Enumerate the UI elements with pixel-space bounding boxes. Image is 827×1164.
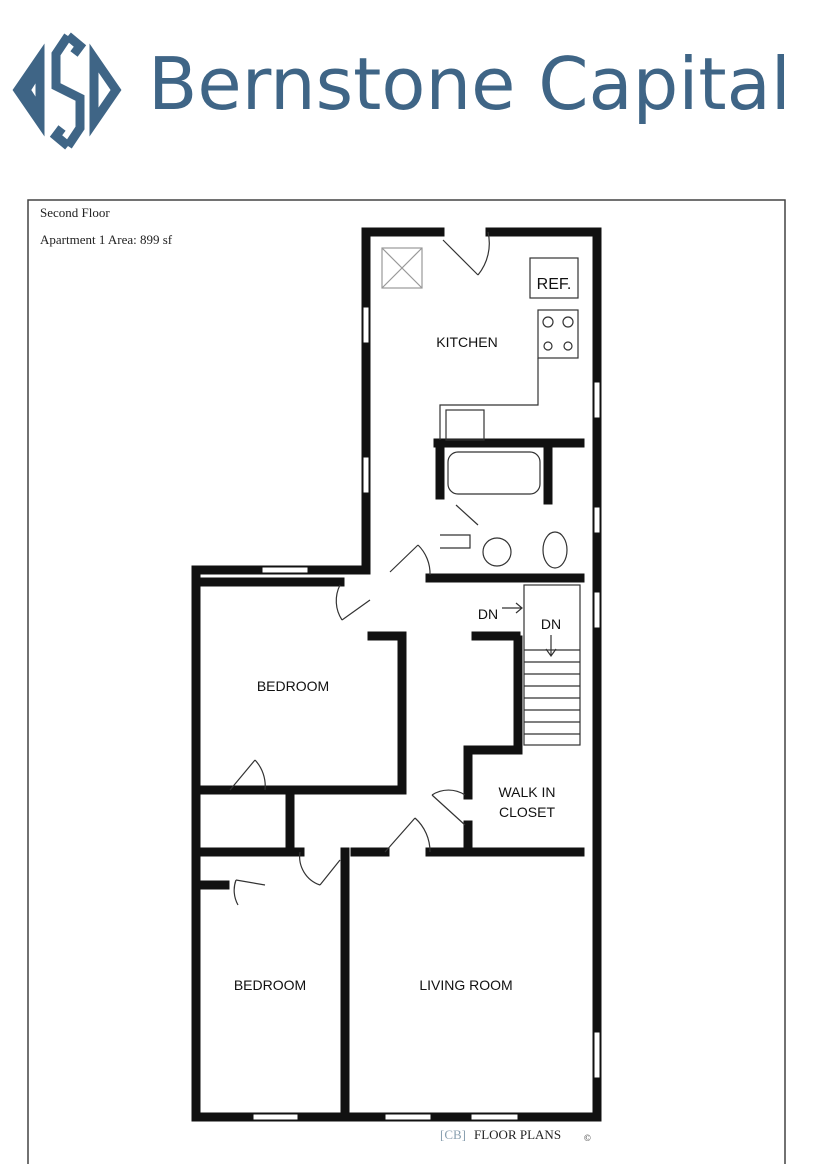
label-living-room: LIVING ROOM xyxy=(419,977,512,993)
label-closet: CLOSET xyxy=(499,804,555,820)
walls xyxy=(191,227,602,1122)
label-kitchen: KITCHEN xyxy=(436,334,497,350)
credit: [CB] FLOOR PLANS © xyxy=(440,1127,591,1143)
label-walk-in: WALK IN xyxy=(498,784,555,800)
area-label: Apartment 1 Area: 899 sf xyxy=(40,232,173,247)
bathtub xyxy=(447,451,541,495)
copyright-mark: © xyxy=(584,1133,591,1143)
staircase xyxy=(502,584,581,746)
bath-sink xyxy=(482,537,512,567)
bsc-logo xyxy=(8,28,128,158)
credit-text: FLOOR PLANS xyxy=(474,1127,561,1142)
room-labels: KITCHEN REF. BEDROOM BEDROOM LIVING ROOM… xyxy=(234,276,572,993)
kitchen-sink xyxy=(445,409,485,441)
stove xyxy=(537,309,579,359)
label-bedroom-1: BEDROOM xyxy=(257,678,329,694)
doors xyxy=(229,231,490,906)
fixtures xyxy=(229,231,581,906)
label-dn-1: DN xyxy=(478,606,498,622)
refrigerator xyxy=(529,257,579,299)
label-bedroom-2: BEDROOM xyxy=(234,977,306,993)
label-ref: REF. xyxy=(537,276,572,293)
toilet xyxy=(542,531,568,569)
label-dn-2: DN xyxy=(541,616,561,632)
brand-name: Bernstone Capital xyxy=(148,42,791,126)
floor-label: Second Floor xyxy=(40,205,110,220)
credit-prefix: [CB] xyxy=(440,1127,466,1142)
plan-frame xyxy=(27,199,786,1164)
